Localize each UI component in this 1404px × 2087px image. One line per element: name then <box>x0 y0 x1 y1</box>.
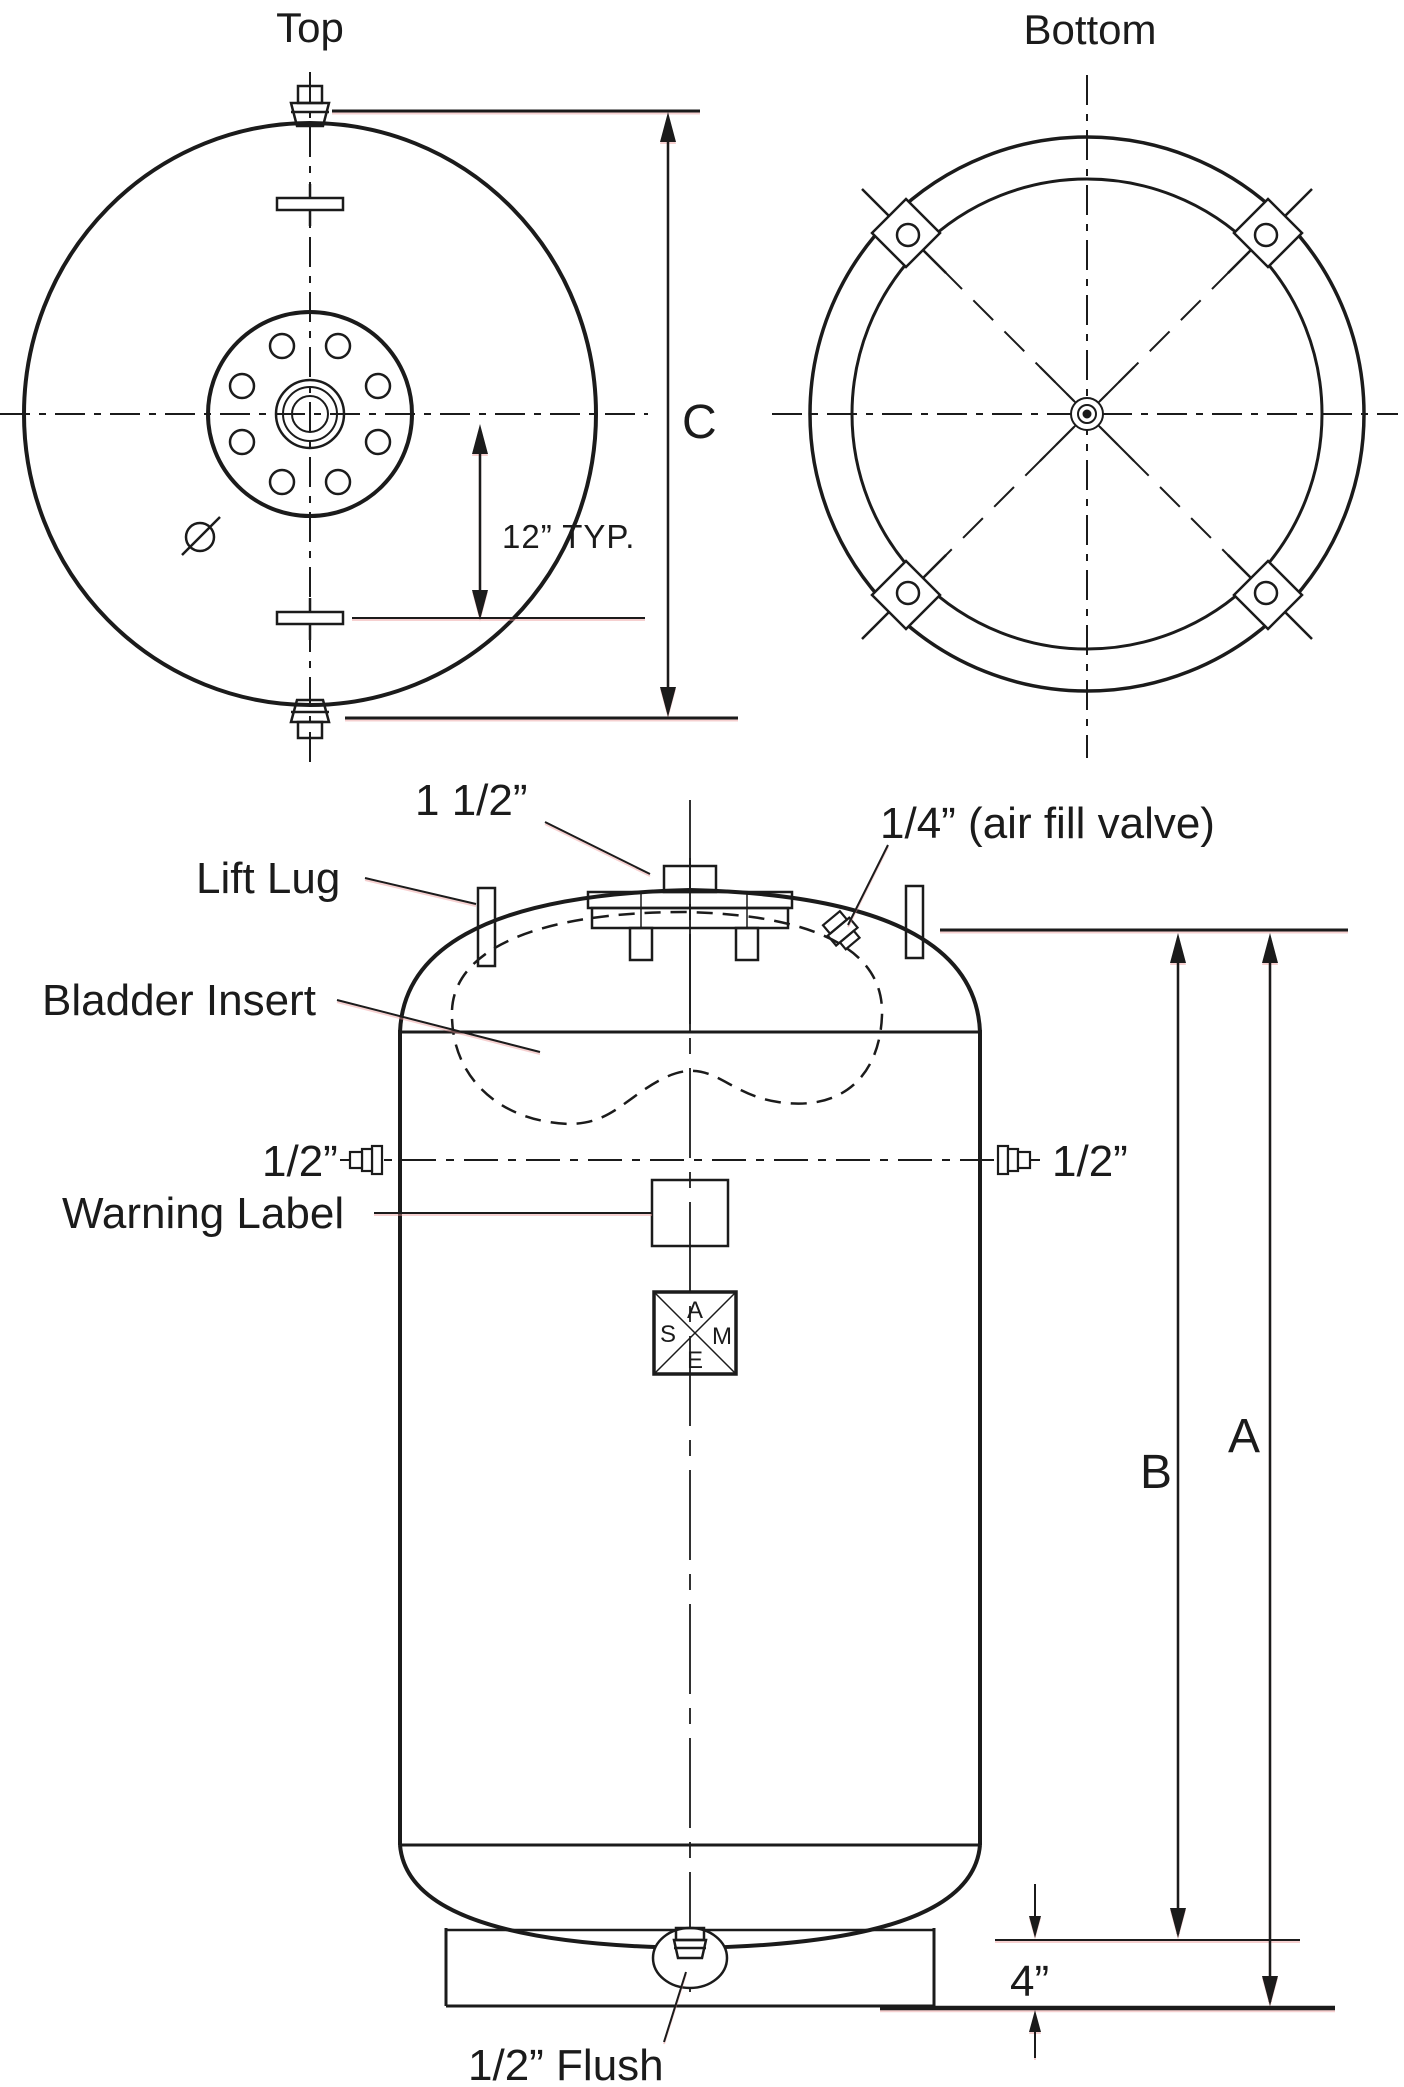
top-view-title: Top <box>276 4 344 51</box>
asme-letter-a: A <box>687 1297 703 1324</box>
dim-flush-label: 1/2” Flush <box>468 2041 664 2087</box>
lift-lug-right <box>904 884 925 960</box>
top-flange-assembly <box>586 864 794 962</box>
center-fitting <box>274 378 346 450</box>
flush-drain-fitting <box>651 1926 729 1990</box>
asme-letter-m: M <box>712 1323 732 1350</box>
lift-lug-label: Lift Lug <box>196 854 340 903</box>
dim-air-valve-label: 1/4” (air fill valve) <box>880 799 1215 848</box>
bottom-view-title: Bottom <box>1023 6 1156 53</box>
side-dimension-lines <box>880 928 1348 2058</box>
warning-label-text: Warning Label <box>62 1189 344 1238</box>
dim-side-port-left-label: 1/2” <box>262 1137 338 1186</box>
bladder-insert-label: Bladder Insert <box>42 976 316 1025</box>
bottom-nut-fitting <box>289 698 331 740</box>
dim-top-port-label: 1 1/2” <box>415 776 528 825</box>
side-view: A S M E <box>42 776 1348 2087</box>
foot-pad-sw <box>861 554 947 640</box>
foot-pad-nw <box>861 188 947 274</box>
tank-top-outline <box>22 121 598 707</box>
asme-letter-s: S <box>660 1321 676 1348</box>
top-nut-fitting <box>289 84 331 128</box>
bottom-view-diagonal-centerline-1 <box>879 206 1295 622</box>
leader-bladder <box>336 999 541 1053</box>
lower-coupling <box>275 598 345 640</box>
asme-letter-e: E <box>687 1347 703 1374</box>
dim-c-label: C <box>682 396 717 449</box>
leader-lines <box>336 821 889 2043</box>
upper-coupling <box>275 184 345 226</box>
side-port-right <box>996 1144 1032 1176</box>
leader-top-port <box>544 821 651 875</box>
foot-pad-se <box>1227 554 1313 640</box>
bladder-insert-outline <box>450 910 884 1125</box>
side-port-left <box>348 1144 384 1176</box>
tank-bottom-inner-ring <box>850 177 1324 651</box>
dim-4-label: 4” <box>1010 1957 1049 2006</box>
tank-bottom-outer-ring <box>808 135 1366 693</box>
lift-lug-left <box>476 886 497 968</box>
flange-bolt-holes <box>228 332 392 496</box>
dim-a-label: A <box>1228 1410 1260 1463</box>
tank-top-head <box>398 887 982 1033</box>
leader-air-valve <box>847 844 889 926</box>
manway-flange <box>206 310 414 518</box>
leader-flush <box>663 1971 687 2043</box>
air-fill-valve <box>821 909 862 951</box>
dim-12-typ <box>352 424 645 620</box>
leader-lift-lug <box>364 877 477 905</box>
vent-fitting <box>181 516 221 556</box>
dim-c <box>332 109 738 720</box>
bottom-view-diagonal-centerline-2 <box>879 206 1295 622</box>
asme-stamp: A S M E <box>652 1290 738 1376</box>
bottom-view: Bottom <box>772 6 1398 758</box>
bottom-center-fitting <box>1039 366 1135 462</box>
dim-side-port-right-label: 1/2” <box>1052 1137 1128 1186</box>
dim-b-label: B <box>1140 1446 1172 1499</box>
dim-12-typ-label: 12” TYP. <box>502 518 635 555</box>
top-view: Top <box>0 4 738 762</box>
foot-pad-ne <box>1227 188 1313 274</box>
